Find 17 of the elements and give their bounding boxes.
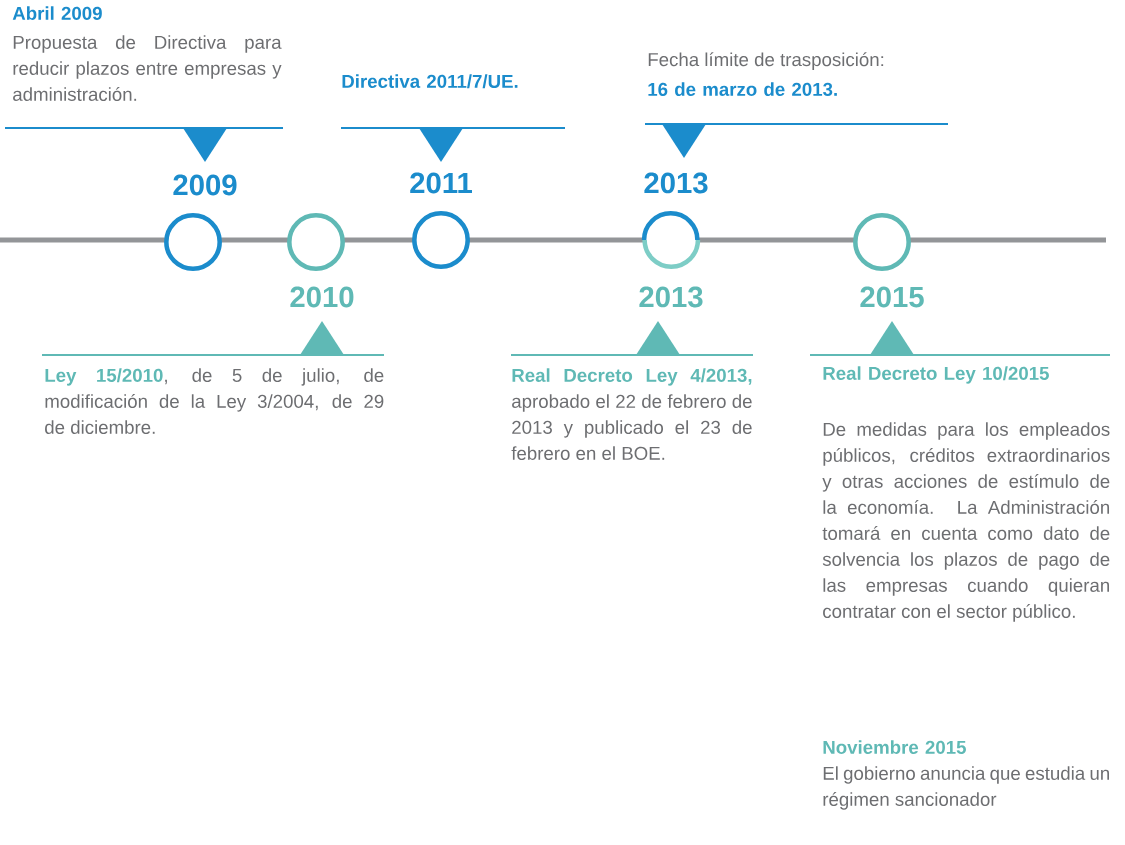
event-description: Propuesta de Directiva para reducir plazos entre empresas y administración. bbox=[13, 35, 282, 101]
event-description: Fecha límite de trasposición: bbox=[648, 52, 884, 70]
event-heading: Noviembre 2015 bbox=[823, 740, 966, 754]
event-heading: 16 de marzo de 2013. bbox=[648, 82, 837, 96]
year-label: 2015 bbox=[860, 286, 924, 308]
event-description: Real Decreto Ley 4/2013, aprobado el 22 de febrero de 2013 y publicado el 23 de febrero en el BOE. bbox=[511, 368, 752, 460]
year-label: 2010 bbox=[290, 286, 354, 308]
event-description: De medidas para los empleados públicos, créditos extraordinarios y otras acciones de estímulo de la economía. La Administración tomará en cuenta como dato de solvencia los plazos de pago de las empresas cuando quieran contratar con el sector público. bbox=[822, 422, 1110, 622]
year-label: 2013 bbox=[644, 172, 708, 194]
event-description: El gobierno anuncia que estudia un régimen sancionador bbox=[823, 766, 1109, 810]
year-label: 2009 bbox=[173, 174, 237, 196]
event-description: Ley 15/2010, de 5 de julio, de modificación de la Ley 3/2004, de 29 de diciembre. bbox=[45, 368, 384, 434]
event-heading: Directiva 2011/7/UE. bbox=[342, 74, 518, 89]
event-heading: Abril 2009 bbox=[12, 6, 102, 20]
year-label: 2013 bbox=[639, 286, 703, 308]
event-heading: Real Decreto Ley 10/2015 bbox=[823, 366, 1049, 384]
year-label: 2011 bbox=[410, 172, 472, 194]
